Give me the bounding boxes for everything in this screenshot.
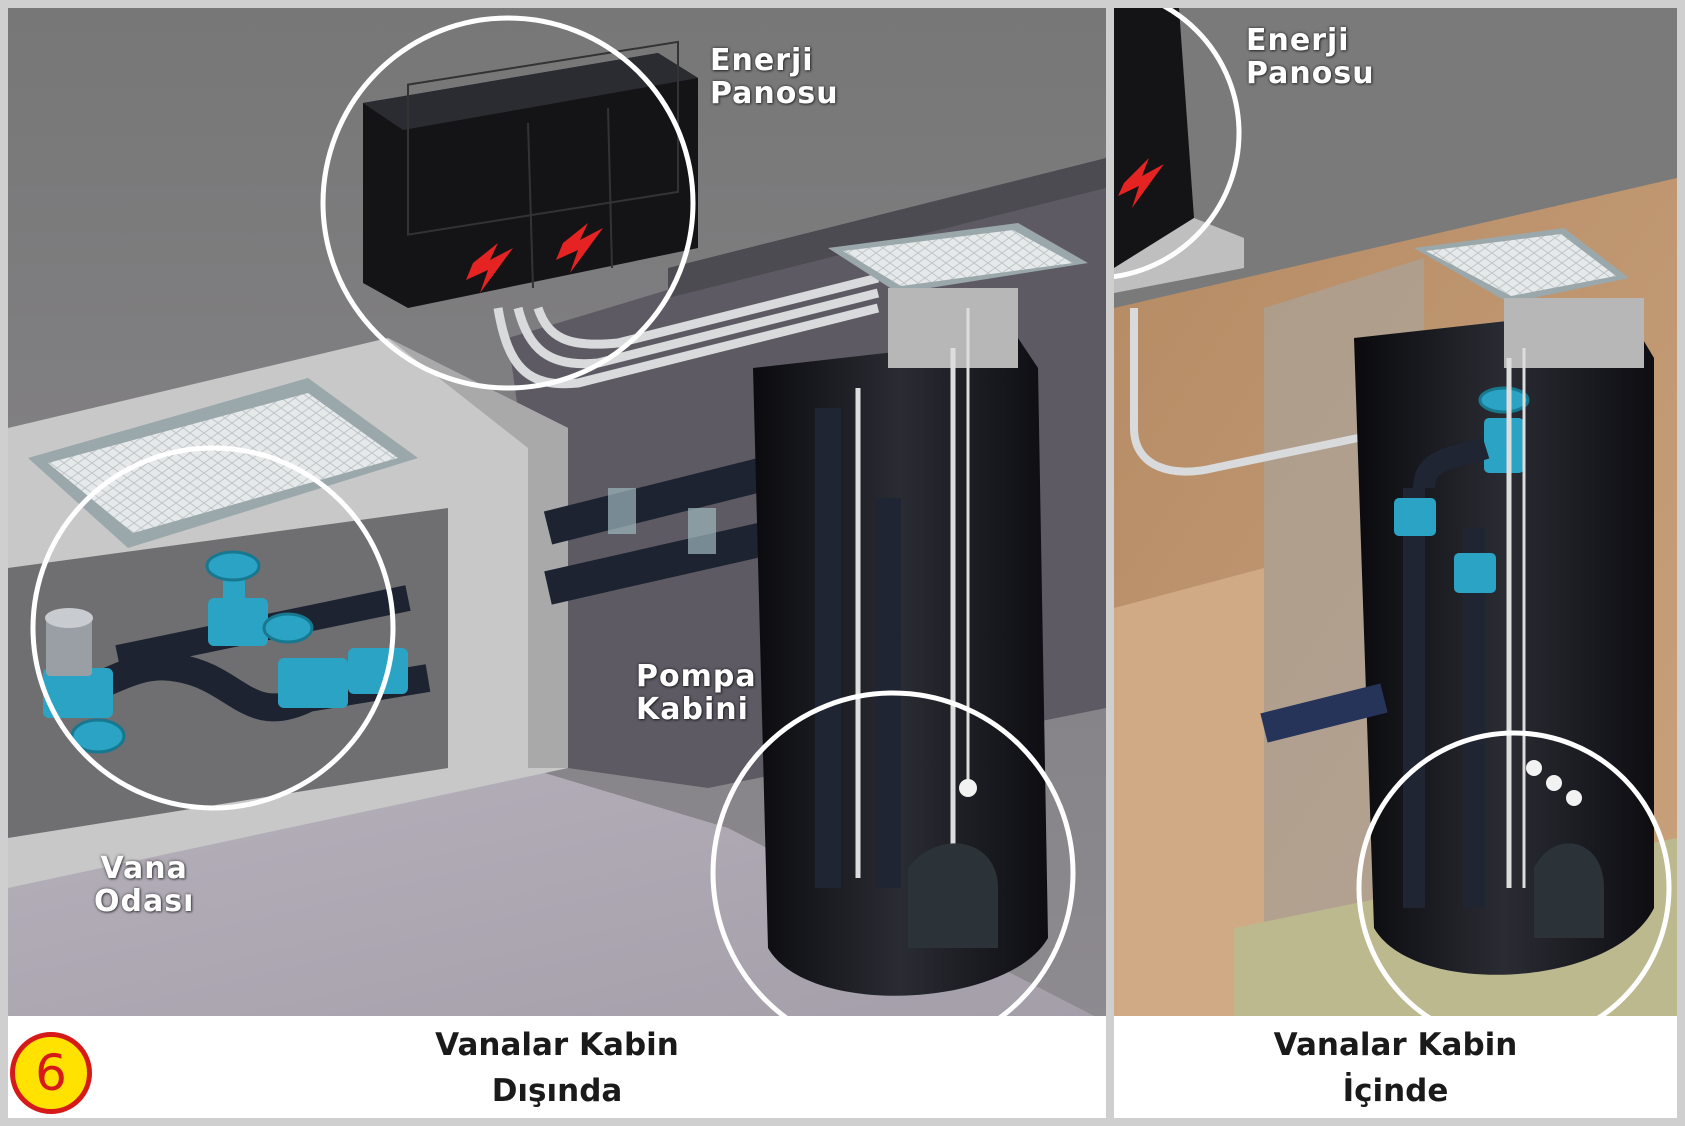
caption-valves-outside: Vanalar Kabin Dışında <box>8 1016 1106 1118</box>
panel-valves-outside: Enerji Panosu Pompa Kabini Vana Odası Va… <box>8 8 1106 1118</box>
scene-valves-inside <box>1114 8 1677 1022</box>
electric-conduit-right <box>1130 308 1455 476</box>
valve-assembly <box>43 550 431 754</box>
caption-valves-inside: Vanalar Kabin İçinde <box>1114 1016 1677 1118</box>
label-energy-panel-right: Enerji Panosu <box>1246 23 1375 91</box>
highlight-circles-right <box>1114 8 1672 1022</box>
scene-valves-outside <box>8 8 1106 1022</box>
energy-panel-cabinet-right <box>1114 8 1244 293</box>
label-valve-room: Vana Odası <box>94 851 195 919</box>
outlet-pipe <box>1260 683 1388 743</box>
panel-valves-inside: Enerji Panosu Vanalar Kabin İçinde <box>1114 8 1677 1118</box>
energy-panel-cabinet <box>363 40 698 308</box>
label-energy-panel: Enerji Panosu <box>710 43 839 111</box>
valve-room-side <box>388 338 568 768</box>
figure-number-badge: 6 <box>10 1032 92 1114</box>
pump-cabin <box>753 223 1088 996</box>
trench-edge <box>668 158 1106 298</box>
pump-cabin-right <box>1260 228 1654 975</box>
soil-block <box>1114 568 1264 1022</box>
valve-room-cover <box>48 393 398 533</box>
electric-conduits <box>493 273 880 389</box>
label-pump-cabin: Pompa Kabini <box>636 659 757 727</box>
highlight-circles <box>30 15 1076 1022</box>
